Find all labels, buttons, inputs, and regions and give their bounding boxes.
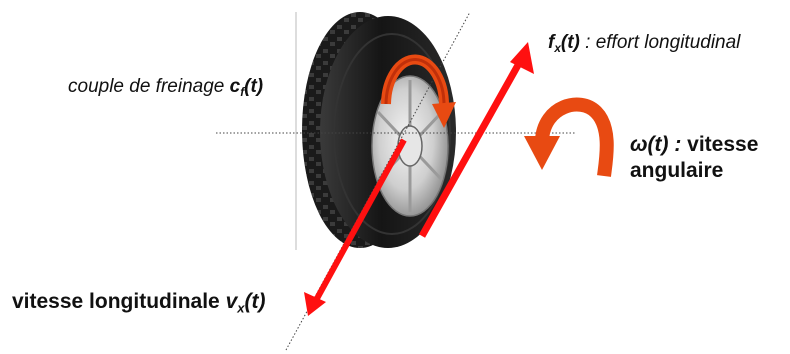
velocity-description: vitesse longitudinale — [12, 290, 226, 313]
angular-velocity-arrow-icon — [524, 97, 614, 177]
longitudinal-force-arrow — [418, 42, 534, 238]
force-symbol-argument: (t) — [560, 32, 580, 53]
braking-torque-symbol: cf(t) — [229, 76, 264, 100]
velocity-symbol-letter: v — [225, 290, 238, 313]
force-symbol: fx(t) — [548, 32, 580, 56]
longitudinal-force-label: fx(t) : effort longitudinal — [548, 32, 740, 55]
braking-torque-text: couple de freinage — [68, 76, 230, 97]
longitudinal-velocity-label: vitesse longitudinale vx(t) — [12, 290, 265, 316]
braking-torque-label: couple de freinage cf(t) — [68, 76, 263, 99]
force-symbol-letter: f — [548, 32, 555, 53]
longitudinal-velocity-arrow — [304, 138, 407, 316]
velocity-symbol: vx(t) — [225, 290, 266, 316]
velocity-symbol-argument: (t) — [244, 290, 266, 313]
tire-illustration — [302, 12, 456, 248]
omega-description-line2: angulaire — [630, 159, 724, 182]
force-description: : effort longitudinal — [579, 32, 741, 53]
braking-torque-arrow-icon — [381, 54, 456, 128]
tire-sidewall-ridge — [333, 33, 451, 235]
torque-symbol-argument: (t) — [244, 76, 264, 97]
omega-symbol: ω(t) : — [630, 133, 688, 156]
angular-velocity-label: ω(t) : vitesse angulaire — [630, 132, 758, 184]
velocity-symbol-subscript: x — [237, 300, 245, 316]
torque-symbol-subscript: f — [240, 86, 245, 100]
force-symbol-subscript: x — [554, 42, 561, 56]
torque-symbol-letter: c — [229, 76, 241, 97]
omega-description-line1: vitesse — [687, 133, 759, 156]
